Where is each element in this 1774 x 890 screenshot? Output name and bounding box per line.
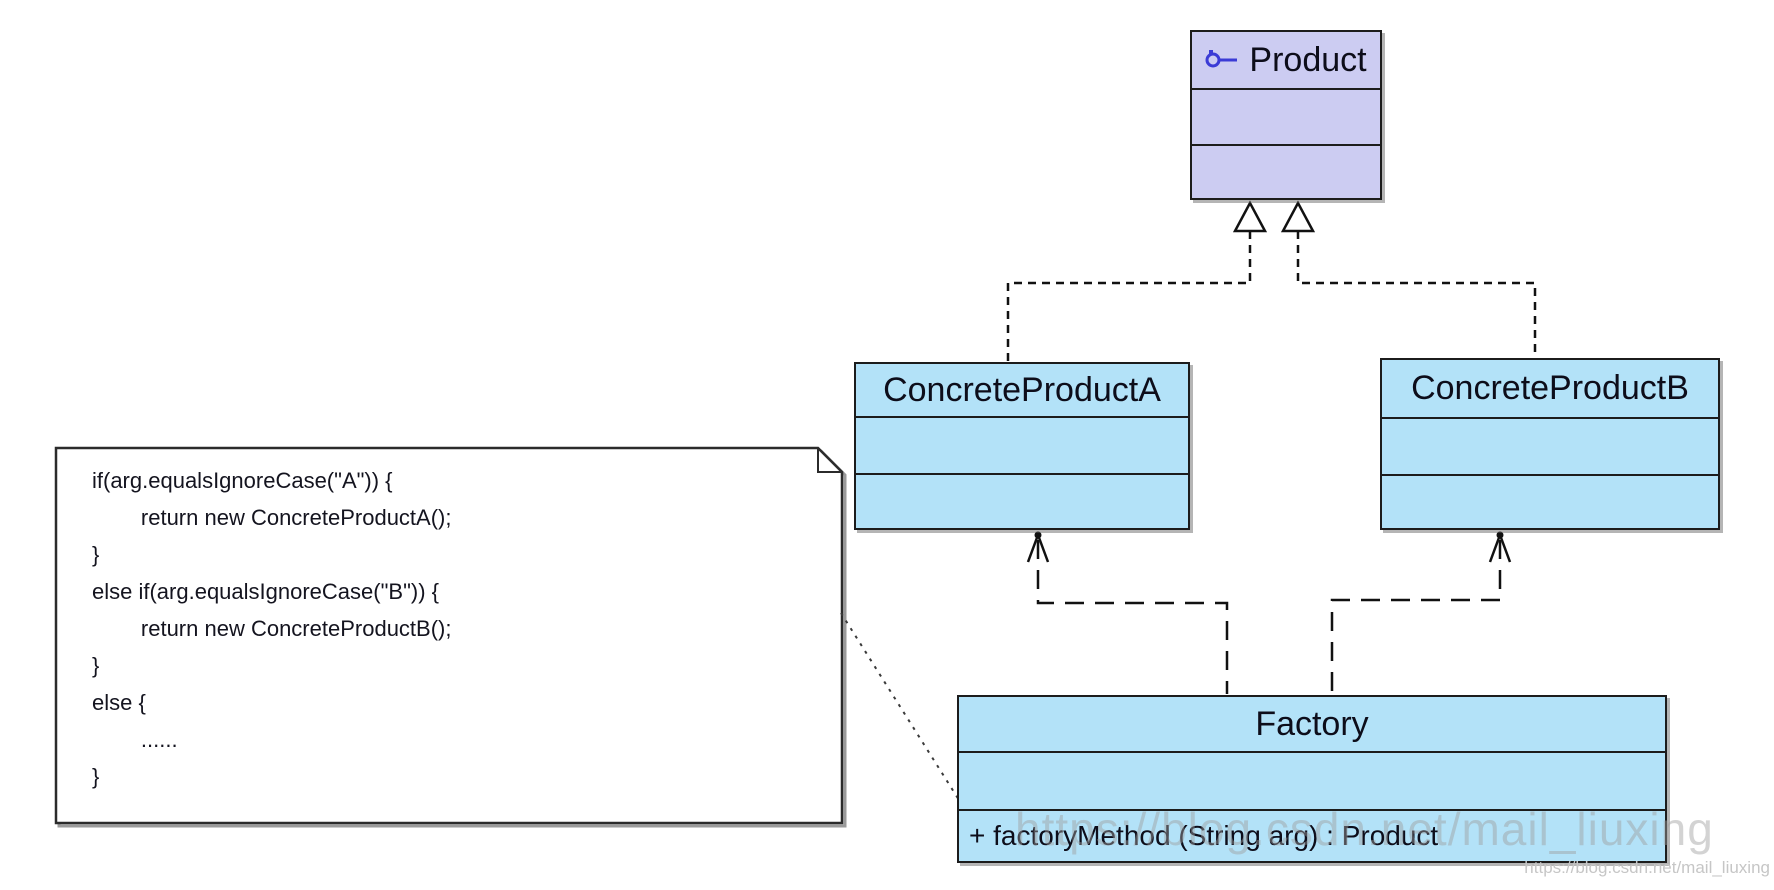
code-line: ...... xyxy=(92,727,178,752)
class-concrete-product-b-title: ConcreteProductB xyxy=(1382,360,1718,417)
note-shape xyxy=(54,446,844,825)
class-name: Product xyxy=(1249,40,1367,79)
code-line: return new ConcreteProductB(); xyxy=(92,616,452,641)
class-concrete-product-b-methods xyxy=(1382,474,1718,528)
class-factory: Factory + factoryMethod (String arg) : P… xyxy=(957,695,1667,863)
code-line: } xyxy=(92,653,100,678)
code-line: } xyxy=(92,764,100,789)
class-concrete-product-b-attributes xyxy=(1382,417,1718,474)
code-line: if(arg.equalsIgnoreCase("A")) { xyxy=(92,468,393,493)
dependency-connector-a xyxy=(1036,540,1229,694)
class-concrete-product-a-attributes xyxy=(856,416,1188,473)
code-line: return new ConcreteProductA(); xyxy=(92,505,452,530)
class-concrete-product-a: ConcreteProductA xyxy=(854,362,1190,530)
class-concrete-product-a-title: ConcreteProductA xyxy=(856,364,1188,416)
class-concrete-product-a-methods xyxy=(856,473,1188,528)
dependency-arrow-dot-b xyxy=(1496,531,1504,539)
class-product-title: Product xyxy=(1192,32,1380,88)
note-code: if(arg.equalsIgnoreCase("A")) { return n… xyxy=(92,462,812,795)
note-fold xyxy=(817,448,842,473)
watermark-small: https://blog.csdn.net/mail_liuxing xyxy=(1524,858,1770,877)
interface-lollipop-icon xyxy=(1205,50,1238,68)
class-factory-method: + factoryMethod (String arg) : Product xyxy=(959,809,1665,861)
class-factory-title: Factory xyxy=(959,697,1665,751)
realization-connector-b xyxy=(1296,231,1537,356)
realization-arrowhead-b xyxy=(1280,200,1316,233)
dependency-connector-b xyxy=(1330,540,1502,694)
class-name: ConcreteProductB xyxy=(1411,369,1689,407)
class-product-attributes xyxy=(1192,88,1380,144)
note-anchor-line xyxy=(840,612,960,801)
class-product: Product xyxy=(1190,30,1382,200)
dependency-arrow-dot-a xyxy=(1034,531,1042,539)
class-name: Factory xyxy=(1255,704,1369,743)
class-factory-attributes xyxy=(959,751,1665,809)
class-concrete-product-b: ConcreteProductB xyxy=(1380,358,1720,530)
class-name: ConcreteProductA xyxy=(883,370,1161,409)
realization-arrowhead-a xyxy=(1232,200,1268,233)
code-line: else if(arg.equalsIgnoreCase("B")) { xyxy=(92,579,440,604)
code-line: else { xyxy=(92,690,146,715)
class-product-methods xyxy=(1192,144,1380,198)
realization-connector-a xyxy=(1006,231,1252,361)
code-line: } xyxy=(92,542,100,567)
